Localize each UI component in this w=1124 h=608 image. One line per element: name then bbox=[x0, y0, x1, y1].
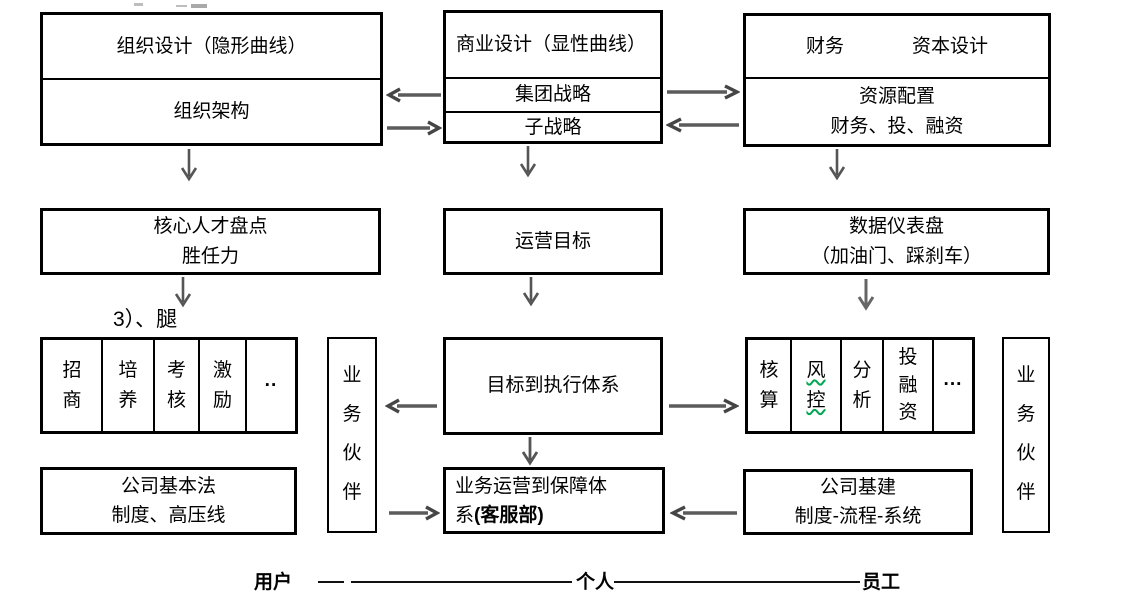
dashboard-box: 数据仪表盘 （加油门、踩刹车） bbox=[743, 208, 1050, 275]
hr-cell-ellipsis: ·· bbox=[264, 374, 278, 396]
hr-cell-assess: 考核 bbox=[155, 340, 200, 431]
ops-support-line2: 系(客服部) bbox=[455, 505, 544, 527]
infrastructure-text: 公司基建 制度-流程-系统 bbox=[746, 472, 970, 532]
org-design-box: 组织设计（隐形曲线） 组织架构 bbox=[40, 12, 383, 146]
fin-cell-risk: 风控 bbox=[792, 340, 842, 431]
axis-line bbox=[351, 581, 572, 583]
hr-levers-box: 招商 培养 考核 激励 ·· bbox=[40, 337, 298, 434]
company-law-line1: 公司基本法 bbox=[120, 475, 216, 497]
ops-goal-label: 运营目标 bbox=[514, 230, 591, 252]
company-law-text: 公司基本法 制度、高压线 bbox=[43, 470, 294, 532]
finance-capital-box: 财务 资本设计 资源配置 财务、投、融资 bbox=[743, 13, 1051, 147]
group-strategy-cell: 集团战略 bbox=[446, 77, 660, 111]
scan-artifact bbox=[176, 5, 187, 7]
arrow-down-icon bbox=[857, 279, 875, 311]
fin-cell-analysis: 分析 bbox=[842, 340, 884, 431]
sub-strategy-cell: 子战略 bbox=[446, 111, 660, 142]
company-law-box: 公司基本法 制度、高压线 bbox=[40, 467, 297, 535]
finance-label: 财务 bbox=[805, 35, 844, 57]
resource-allocation-cell: 资源配置 财务、投、融资 bbox=[746, 77, 1048, 144]
arrow-right-icon bbox=[666, 84, 740, 100]
dashboard-line1: 数据仪表盘 bbox=[848, 216, 944, 238]
biz-design-box: 商业设计（显性曲线） 集团战略 子战略 bbox=[443, 10, 663, 144]
axis-line bbox=[614, 581, 860, 583]
arrow-left-icon bbox=[670, 505, 738, 521]
goal-execution-label: 目标到执行体系 bbox=[486, 375, 620, 397]
arrow-down-icon bbox=[521, 437, 539, 466]
org-structure-cell: 组织架构 bbox=[43, 78, 380, 143]
finance-levers-box: 核算 风控 分析 投融资 ··· bbox=[745, 337, 975, 434]
hr-cell-recruit: 招商 bbox=[43, 340, 103, 431]
arrow-left-icon bbox=[385, 398, 438, 414]
arrow-down-icon bbox=[180, 149, 198, 182]
arrow-right-icon bbox=[386, 120, 442, 136]
axis-label-individual: 个人 bbox=[576, 572, 615, 593]
talent-review-line1: 核心人才盘点 bbox=[153, 216, 268, 238]
arrow-down-icon bbox=[519, 146, 537, 178]
dashboard-text: 数据仪表盘 （加油门、踩刹车） bbox=[746, 211, 1047, 272]
hr-cell-incentive: 激励 bbox=[200, 340, 247, 431]
capital-design-label: 资本设计 bbox=[912, 35, 989, 57]
ops-support-text: 业务运营到保障体 系(客服部) bbox=[446, 470, 662, 533]
fin-cell-ellipsis: ··· bbox=[943, 374, 963, 396]
talent-review-box: 核心人才盘点 胜任力 bbox=[40, 208, 381, 275]
talent-review-text: 核心人才盘点 胜任力 bbox=[43, 211, 378, 272]
arrow-left-icon bbox=[666, 117, 740, 133]
finance-capital-title: 财务 资本设计 bbox=[746, 16, 1048, 77]
fin-cell-investment: 投融资 bbox=[884, 340, 934, 431]
axis-label-employee: 员工 bbox=[862, 572, 901, 593]
infrastructure-line2: 制度-流程-系统 bbox=[794, 506, 922, 527]
infrastructure-box: 公司基建 制度-流程-系统 bbox=[743, 469, 973, 535]
resource-allocation-line1: 资源配置 bbox=[858, 86, 935, 108]
infrastructure-line1: 公司基建 bbox=[819, 476, 896, 498]
goal-execution-box: 目标到执行体系 bbox=[443, 337, 663, 435]
business-partner-right-box: 业务伙伴 bbox=[1002, 337, 1050, 533]
business-partner-left-box: 业务伙伴 bbox=[327, 337, 377, 533]
dashboard-line2: （加油门、踩刹车） bbox=[810, 245, 982, 267]
talent-review-line2: 胜任力 bbox=[181, 245, 239, 267]
hr-cell-train: 培养 bbox=[103, 340, 155, 431]
axis-label-user: 用户 bbox=[254, 572, 293, 593]
resource-allocation-line2: 财务、投、融资 bbox=[830, 115, 964, 137]
legs-annotation: 3）、腿 bbox=[113, 308, 178, 331]
arrow-right-icon bbox=[388, 505, 440, 521]
company-law-line2: 制度、高压线 bbox=[111, 505, 226, 526]
ops-support-box: 业务运营到保障体 系(客服部) bbox=[443, 467, 665, 534]
org-design-title: 组织设计（隐形曲线） bbox=[116, 35, 307, 57]
arrow-right-icon bbox=[668, 398, 739, 414]
fin-cell-accounting: 核算 bbox=[748, 340, 792, 431]
ops-support-line1: 业务运营到保障体 bbox=[455, 476, 608, 497]
ops-goal-box: 运营目标 bbox=[443, 208, 663, 275]
arrow-down-icon bbox=[828, 149, 846, 181]
arrow-down-icon bbox=[522, 277, 540, 307]
scan-artifact bbox=[134, 3, 143, 6]
scan-artifact bbox=[191, 4, 207, 8]
arrow-left-icon bbox=[386, 87, 442, 103]
biz-design-title: 商业设计（显性曲线） bbox=[456, 34, 647, 56]
axis-line bbox=[318, 581, 344, 583]
